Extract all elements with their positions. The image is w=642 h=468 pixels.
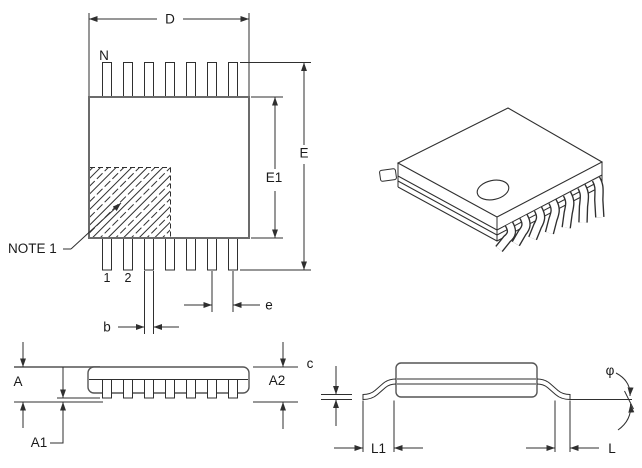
label-phi: φ (606, 363, 615, 378)
dim-L: L (526, 400, 616, 456)
left-lead (362, 378, 397, 401)
top-view: NOTE 1 D N E E1 1 2 (8, 12, 311, 335)
dim-D: D (88, 12, 250, 96)
package-body-side-view (395, 362, 538, 398)
label-A2: A2 (269, 373, 286, 388)
dim-A2: A2 (253, 342, 298, 429)
dim-L1: L1 (334, 400, 423, 456)
dim-e-pitch: e (184, 271, 273, 313)
note1-label: NOTE 1 (8, 241, 57, 256)
pin1-number: 1 (104, 271, 111, 285)
label-E1: E1 (266, 170, 283, 185)
label-c: c (307, 356, 314, 371)
iso-leads (495, 176, 605, 252)
dim-A1: A1 (31, 367, 66, 450)
front-leads (102, 379, 238, 399)
pin1-index-hatch (90, 167, 171, 237)
label-e: e (265, 298, 273, 313)
label-b: b (103, 320, 111, 335)
dim-c: c (307, 356, 352, 426)
dim-E: E (240, 62, 311, 271)
label-L1: L1 (371, 441, 386, 456)
label-E: E (299, 146, 308, 161)
dim-b: b (103, 271, 179, 335)
dim-phi: φ (606, 363, 635, 431)
label-A1: A1 (31, 435, 48, 450)
front-view: A A1 A2 (13, 342, 298, 450)
side-view: c L1 L φ (307, 356, 635, 456)
iso-pin1-dimple (476, 179, 510, 201)
label-A: A (13, 374, 22, 389)
dim-E1: E1 (251, 96, 283, 239)
dim-A: A (13, 342, 26, 428)
iso-pin1-tab (379, 168, 397, 182)
isometric-view (379, 107, 605, 252)
right-lead (536, 378, 571, 401)
label-D: D (165, 12, 175, 27)
label-L: L (608, 441, 616, 456)
note1-leader: NOTE 1 (8, 202, 122, 256)
label-N: N (99, 48, 109, 63)
pin2-number: 2 (125, 271, 132, 285)
